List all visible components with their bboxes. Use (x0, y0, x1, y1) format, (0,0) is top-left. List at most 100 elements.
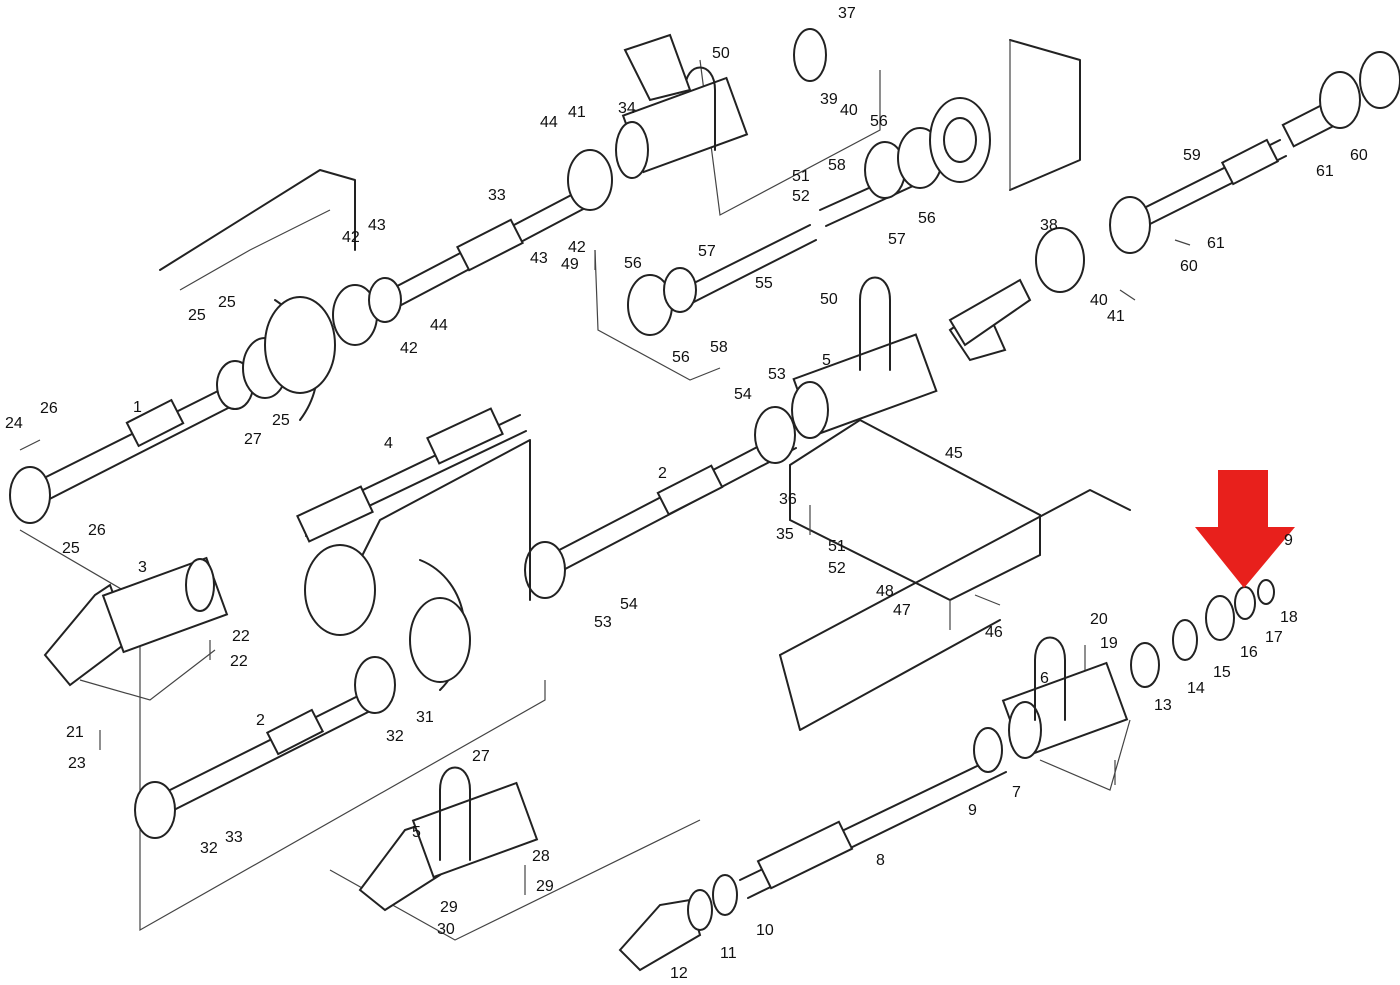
part-number-labels: 1 2 2 3 4 5 5 6 7 8 9 9 10 11 12 13 14 1… (5, 5, 1368, 982)
part-label: 29 (440, 899, 458, 916)
part-label: 57 (698, 243, 716, 260)
drive-shaft-2-upper (539, 429, 797, 579)
part-label: 35 (776, 526, 794, 543)
part-label: 53 (594, 614, 612, 631)
yoke-joint-2 (524, 406, 796, 599)
part-label: 53 (768, 366, 786, 383)
part-label: 25 (62, 540, 80, 557)
part-label: 56 (672, 349, 690, 366)
bracket-45 (789, 418, 1041, 630)
part-label: 43 (368, 217, 386, 234)
channel-frame (779, 489, 1131, 731)
part-label: 61 (1316, 163, 1334, 180)
part-label: 6 (1040, 670, 1049, 687)
part-label: 32 (386, 728, 404, 745)
part-label: 50 (712, 45, 730, 62)
part-label: 42 (400, 340, 418, 357)
part-label: 25 (272, 412, 290, 429)
part-label: 52 (792, 188, 810, 205)
part-label: 13 (1154, 697, 1172, 714)
flange-39 (929, 97, 991, 183)
part-label: 56 (918, 210, 936, 227)
part-label: 37 (838, 5, 856, 22)
part-label: 19 (1100, 635, 1118, 652)
part-label: 42 (342, 229, 360, 246)
part-label: 49 (561, 256, 579, 273)
part-label: 5 (412, 824, 421, 841)
drive-shaft-8 (739, 754, 1007, 899)
part-label: 2 (256, 712, 265, 729)
part-label: 11 (720, 945, 737, 962)
part-label: 58 (710, 339, 728, 356)
part-label: 22 (230, 653, 248, 670)
part-label: 50 (820, 291, 838, 308)
part-label: 27 (244, 431, 262, 448)
part-label: 60 (1180, 258, 1198, 275)
cone-guard-38 (948, 278, 1032, 347)
part-label: 43 (530, 250, 548, 267)
part-label: 39 (820, 91, 838, 108)
part-label: 20 (1090, 611, 1108, 628)
group-outline-left (19, 529, 546, 932)
part-label: 17 (1265, 629, 1283, 646)
group-outline-top (594, 249, 721, 381)
part-label: 56 (624, 255, 642, 272)
part-label: 8 (876, 852, 885, 869)
part-label: 21 (66, 724, 84, 741)
part-label: 40 (1090, 292, 1108, 309)
drive-shaft-55 (679, 224, 817, 307)
part-label: 41 (1107, 308, 1125, 325)
drive-shaft-4 (296, 407, 527, 543)
part-label: 4 (384, 435, 393, 452)
part-label: 9 (1284, 532, 1293, 549)
part-label: 41 (568, 104, 586, 121)
part-label: 44 (430, 317, 448, 334)
part-label: 60 (1350, 147, 1368, 164)
gearbox-center (304, 439, 531, 691)
part-label: 56 (870, 113, 888, 130)
part-label: 14 (1187, 680, 1205, 697)
part-label: 55 (755, 275, 773, 292)
yoke-joint-39 (1035, 51, 1400, 293)
part-label: 26 (40, 400, 58, 417)
part-label: 12 (670, 965, 688, 982)
red-pointer-arrow (1195, 470, 1295, 588)
part-label: 2 (658, 465, 667, 482)
part-label: 16 (1240, 644, 1258, 661)
part-label: 15 (1213, 664, 1231, 681)
gearbox-top-right (1009, 39, 1081, 191)
drive-shaft-59 (1139, 96, 1349, 227)
part-label: 34 (618, 100, 636, 117)
part-label: 5 (822, 352, 831, 369)
seal-ring-set (973, 579, 1275, 773)
bearing-housing-5-bottom (358, 766, 539, 912)
part-label: 46 (985, 624, 1003, 641)
part-label: 51 (792, 168, 810, 185)
part-label: 1 (133, 399, 142, 416)
part-label: 22 (232, 628, 250, 645)
bearing-housing-35 (615, 28, 827, 179)
part-label: 51 (828, 538, 846, 555)
part-label: 10 (756, 922, 774, 939)
part-label: 18 (1280, 609, 1298, 626)
bearing-housing-6 (1001, 636, 1131, 791)
part-label: 52 (828, 560, 846, 577)
part-label: 36 (779, 491, 797, 508)
bolts (19, 239, 1191, 895)
part-label: 28 (532, 848, 550, 865)
part-label: 45 (945, 445, 963, 462)
cone-guard-12 (618, 874, 738, 972)
part-label: 31 (416, 709, 434, 726)
part-label: 44 (540, 114, 558, 131)
part-label: 40 (840, 102, 858, 119)
part-label: 25 (218, 294, 236, 311)
gearbox-left (159, 169, 356, 421)
part-label: 54 (734, 386, 752, 403)
drive-shaft-34 (379, 179, 607, 313)
part-label: 29 (536, 878, 554, 895)
part-label: 27 (472, 748, 490, 765)
yoke-joint-56 (627, 127, 943, 336)
part-label: 26 (88, 522, 106, 539)
part-label: 58 (828, 157, 846, 174)
